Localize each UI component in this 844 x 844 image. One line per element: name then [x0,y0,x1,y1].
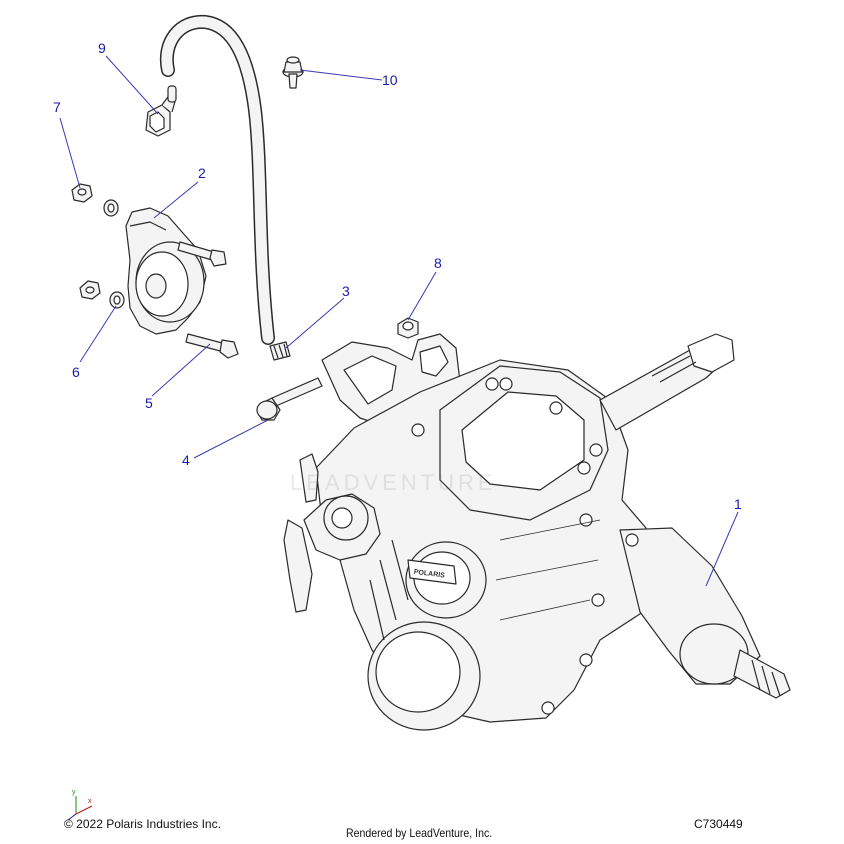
spring-clip [269,341,291,361]
copyright-text: © 2022 Polaris Industries Inc. [64,817,221,831]
logo-plate [407,559,457,585]
callout-8[interactable]: 8 [434,255,442,271]
axis-indicator [67,796,93,821]
washer-top [103,199,119,217]
callout-10[interactable]: 10 [382,72,398,88]
callout-4[interactable]: 4 [182,452,190,468]
rendered-by-text: Rendered by LeadVenture, Inc. [346,826,493,840]
leader-8 [407,271,437,321]
housing-bolt [177,241,227,267]
transmission-assembly [283,333,791,731]
vent-hose [159,14,275,345]
leader-7 [59,117,81,189]
leader-4 [193,419,269,459]
axis-y-label: y [72,789,76,796]
leader-5 [151,343,211,397]
callout-2[interactable]: 2 [198,165,206,181]
bolt-5 [185,333,239,359]
leader-1 [705,511,739,587]
leader-9 [105,55,159,115]
callout-1[interactable]: 1 [734,496,742,512]
leader-2 [153,181,199,219]
watermark: LEADVENTURE [290,470,497,495]
case-logo: POLARIS [413,569,445,580]
callout-7[interactable]: 7 [53,99,61,115]
callout-3[interactable]: 3 [342,283,350,299]
leader-6 [79,305,117,363]
push-rivet [282,56,304,89]
sensor-housing [125,207,207,335]
diagram-id: C730449 [694,817,743,831]
axis-x-label: x [88,798,92,805]
callout-9[interactable]: 9 [98,40,106,56]
nut-8 [397,317,419,339]
leader-lines [59,55,739,587]
leader-10 [299,69,383,81]
callout-6[interactable]: 6 [72,364,80,380]
nut-bottom [79,280,101,300]
bolt-4 [256,377,323,421]
nut-top [71,183,93,203]
hose-fitting [145,85,177,137]
washer-bottom [109,291,125,309]
leader-3 [285,297,345,349]
callout-5[interactable]: 5 [145,395,153,411]
